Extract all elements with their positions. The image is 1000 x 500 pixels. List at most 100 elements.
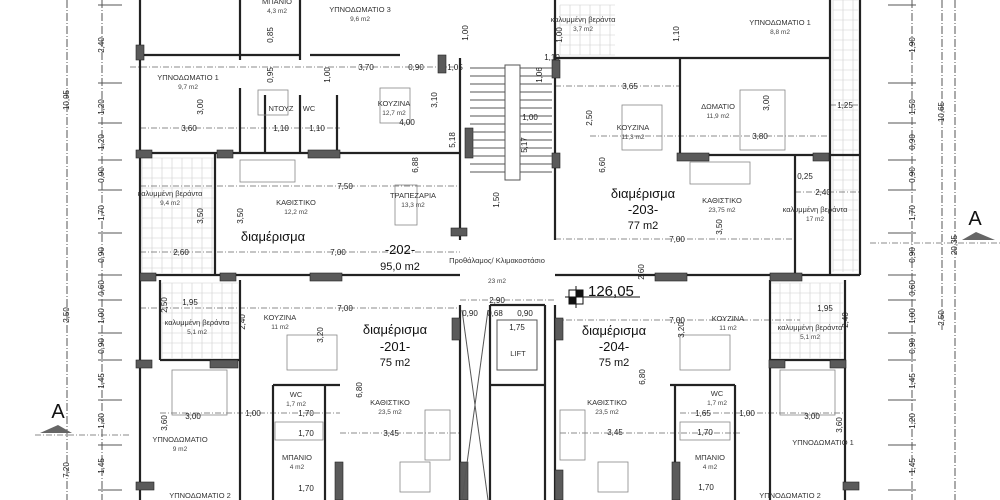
room-area: 23,5 m2 <box>595 409 619 416</box>
dimension-label: 3,20 <box>677 322 686 338</box>
section-marker-left: A <box>35 401 130 436</box>
dimension-label: 1,10 <box>273 124 289 133</box>
room-name: ΚΑΘΙΣΤΙΚΟ <box>276 198 316 207</box>
dimension-label: 3,60 <box>181 124 197 133</box>
room-name: WC <box>711 389 724 398</box>
room-name: Προθάλαμος/ Κλιμακοστάσιο <box>449 256 545 265</box>
right-chain-dimension: 0,90 <box>908 338 917 354</box>
section-arrow-icon <box>40 425 72 433</box>
dimension-label: 2,60 <box>637 264 646 280</box>
room-label: WC <box>303 104 316 113</box>
room-area: 1,7 m2 <box>286 401 306 408</box>
right-overall-dimension: 10,65 <box>937 101 946 122</box>
room-name: καλυμμένη βεράντα <box>778 323 844 332</box>
dimension-label: 1,00 <box>461 25 470 41</box>
dimension-label: 1,10 <box>544 53 560 62</box>
room-name: ΚΑΘΙΣΤΙΚΟ <box>587 398 627 407</box>
room-name: ΚΟΥΖΙΝΑ <box>264 313 296 322</box>
apartment-201: διαμέρισμα -201- 75 m2 <box>363 322 428 369</box>
apartment-number: -201- <box>380 339 410 354</box>
left-chain-dimension: 2,40 <box>97 37 106 53</box>
left-chain-dimension: 0,60 <box>97 280 106 296</box>
apartment-label: διαμέρισμα <box>241 229 306 244</box>
dimension-label: 1,75 <box>509 323 525 332</box>
room-area: 8,8 m2 <box>770 29 790 36</box>
dimension-label: 1,70 <box>298 429 314 438</box>
left-chain-dimension: 1,00 <box>97 308 106 324</box>
dimension-label: 7,50 <box>337 182 353 191</box>
right-chain-dimension: 1,45 <box>908 458 917 474</box>
left-chain-dimension: 1,20 <box>97 134 106 150</box>
dimension-label: 2,60 <box>173 248 189 257</box>
right-chain-dimension: 1,50 <box>908 99 917 115</box>
apartment-number: -202- <box>385 242 415 257</box>
room-area: 1,7 m2 <box>707 400 727 407</box>
right-chain-dimension: 0,60 <box>908 280 917 296</box>
lift-void <box>461 309 538 500</box>
dimension-lines <box>66 0 956 500</box>
left-chain-dimension: 1,20 <box>97 413 106 429</box>
dimension-label: 1,00 <box>739 409 755 418</box>
left-chain-dimension: 0,90 <box>97 338 106 354</box>
room-area: 5,1 m2 <box>800 334 820 341</box>
dimension-label: 3,00 <box>185 412 201 421</box>
right-chain-dimension: 0,90 <box>908 247 917 263</box>
dimension-label: 1,70 <box>698 483 714 492</box>
dimension-label: 1,00 <box>555 27 564 43</box>
dimension-label: 1,70 <box>697 428 713 437</box>
dimension-label: 1,50 <box>492 192 501 208</box>
dimension-label: 2,50 <box>585 110 594 126</box>
dimension-label: 1,70 <box>298 484 314 493</box>
apartment-area: 75 m2 <box>380 357 411 369</box>
room-name: ΥΠΝΟΔΩΜΑΤΙΟ <box>152 435 207 444</box>
dimension-label: 7,00 <box>330 248 346 257</box>
columns <box>135 44 860 500</box>
apartment-area: 95,0 m2 <box>380 261 420 273</box>
dimension-label: 3,65 <box>622 82 638 91</box>
room-label: ΜΠΑΝΙΟ 4,3 m2 <box>262 0 292 15</box>
room-name: ΜΠΑΝΙΟ <box>262 0 292 6</box>
room-area: 4,3 m2 <box>267 8 287 15</box>
dimension-label: 5,18 <box>448 132 457 148</box>
room-label: ΥΠΝΟΔΩΜΑΤΙΟ 18,8 m2 <box>749 18 811 36</box>
left-chain-dimension: 0,90 <box>97 247 106 263</box>
walls <box>138 0 862 500</box>
dimension-label: 3,10 <box>430 92 439 108</box>
veranda-tiles <box>141 0 858 358</box>
room-area: 4 m2 <box>290 464 305 471</box>
dimension-label: 3,70 <box>358 63 374 72</box>
room-name: ΥΠΝΟΔΩΜΑΤΙΟ 2 <box>169 491 231 500</box>
left-overall-dimension: 2,50 <box>62 307 71 323</box>
dimension-label: 2,40 <box>238 314 247 330</box>
room-name: ΚΟΥΖΙΝΑ <box>712 314 744 323</box>
room-area: 9,4 m2 <box>160 200 180 207</box>
staircase <box>470 64 552 181</box>
dimension-label: 6,80 <box>355 382 364 398</box>
room-area: 23 m2 <box>488 278 506 285</box>
room-area: 23,75 m2 <box>708 207 735 214</box>
room-area: 5,1 m2 <box>187 329 207 336</box>
apartment-label: διαμέρισμα <box>363 322 428 337</box>
room-area: 11,3 m2 <box>621 134 644 141</box>
room-name: ΥΠΝΟΔΩΜΑΤΙΟ 1 <box>792 438 854 447</box>
apartment-area: 75 m2 <box>599 357 630 369</box>
room-name: WC <box>290 390 303 399</box>
dimension-label: 3,00 <box>196 99 205 115</box>
dimension-label: 6,88 <box>411 157 420 173</box>
section-arrow-icon <box>962 232 995 240</box>
right-chain-dimension: 1,20 <box>908 413 917 429</box>
dimension-label: 1,05 <box>447 63 463 72</box>
room-area: 12,7 m2 <box>382 110 406 117</box>
